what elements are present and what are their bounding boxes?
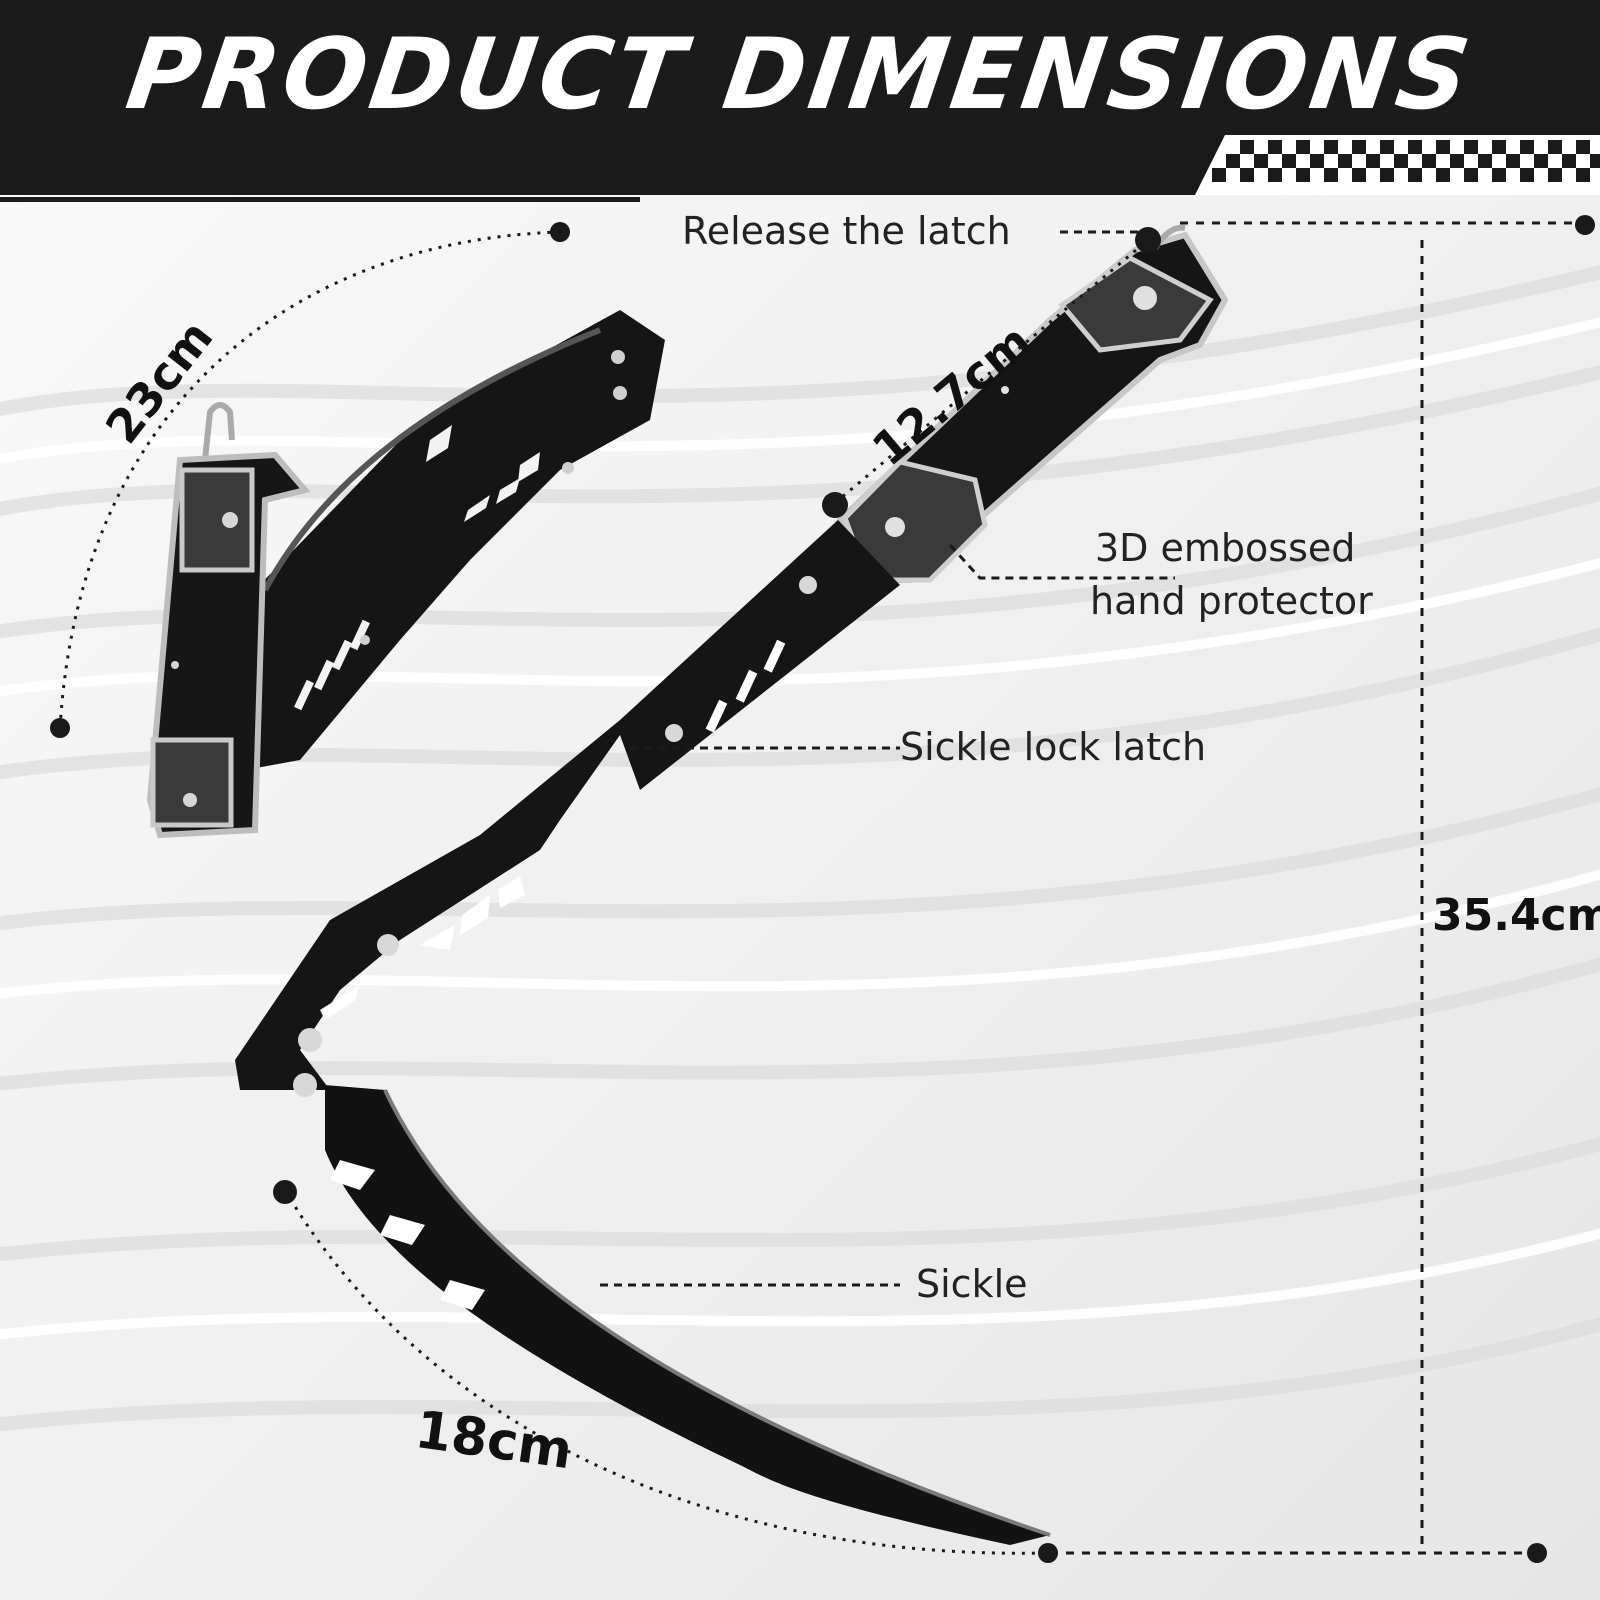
rivet-icon [298,1028,322,1052]
floral-engraving-icon [150,737,234,828]
rivet-icon [613,386,627,400]
hand-protector-label-line1: 3D embossed [1095,526,1356,570]
rivet-icon [377,934,399,956]
lock-latch-label: Sickle lock latch [900,725,1207,769]
rivet-icon [665,724,683,742]
release-latch-label: Release the latch [682,209,1011,253]
rivet-icon [611,350,625,364]
hand-protector-label-line2: hand protector [1090,579,1373,623]
total-height-label: 35.4cm [1432,890,1600,941]
sickle-shaft [235,520,900,1097]
rivet-icon [562,462,574,474]
sickle-blade [325,1085,1051,1545]
sickle-label: Sickle [916,1262,1028,1306]
rivet-icon [799,576,817,594]
rivet-icon [293,1073,317,1097]
